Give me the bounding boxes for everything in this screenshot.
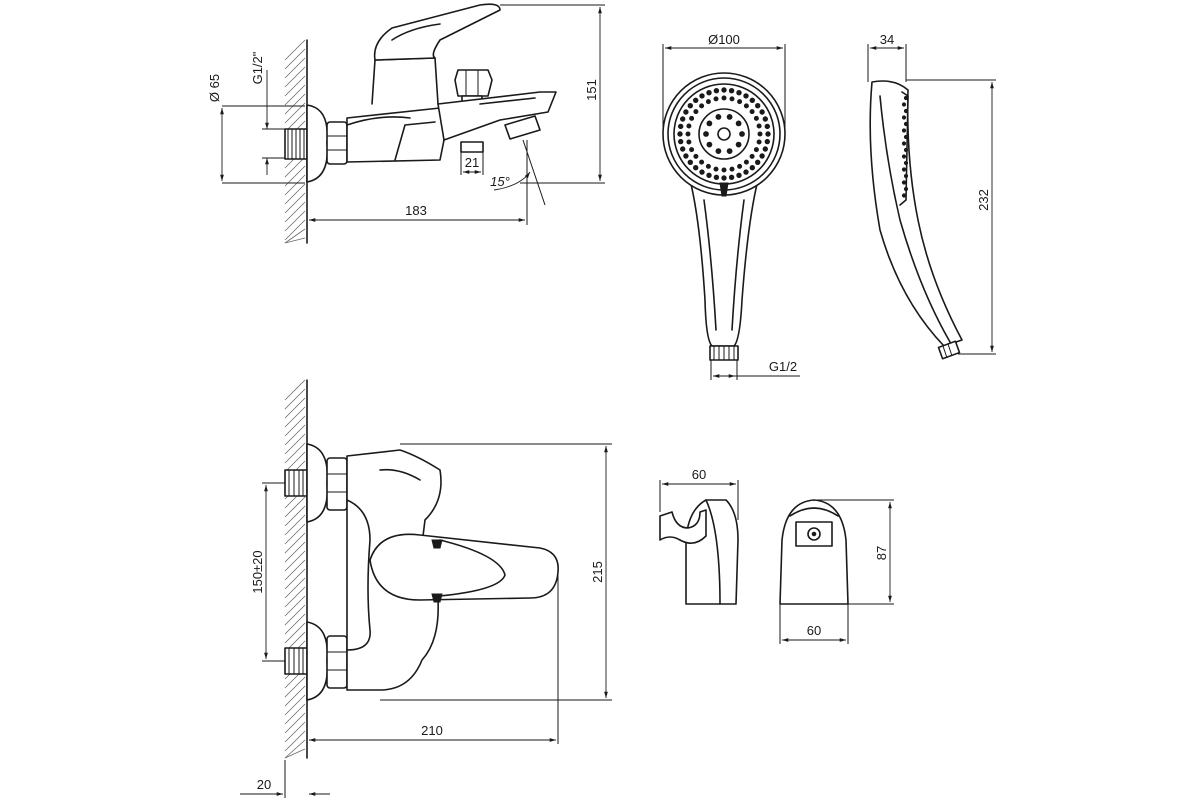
hand-shower-front: Ø100 G1/2 [662, 32, 800, 380]
flange [306, 104, 329, 183]
lever-handle [373, 3, 501, 61]
lever-front [369, 533, 559, 601]
spout-outlet [504, 115, 541, 140]
mixer-front-view: 150±20 215 210 20 [240, 379, 612, 798]
dim-eccentric-offset: 20 [257, 777, 271, 792]
dim-holder-side-width: 60 [692, 467, 706, 482]
spray-nozzles [677, 87, 771, 181]
side-nozzles [901, 95, 909, 198]
hand-shower-side: 34 232 [867, 32, 996, 360]
dim-projection-front: 210 [421, 723, 443, 738]
wall-hatch-bottom [284, 379, 306, 759]
wall-holder-front: 87 60 [779, 499, 894, 644]
wall-holder-side: 60 [659, 467, 739, 605]
dim-thickness: 34 [880, 32, 894, 47]
dim-holder-front-width: 60 [807, 623, 821, 638]
dim-holder-height: 87 [874, 546, 889, 560]
dim-flange-diameter: Ø 65 [207, 74, 222, 102]
dim-outlet-pitch: 21 [465, 155, 479, 170]
mixer-side-view: Ø 65 G1/2" 151 21 15° 183 [207, 3, 605, 244]
shower-handle [689, 179, 759, 347]
spout [437, 91, 557, 141]
dim-height-side: 151 [584, 79, 599, 101]
dim-height-front: 215 [590, 561, 605, 583]
union-nut [326, 121, 348, 165]
spray-selector [719, 182, 729, 197]
shower-side-body [869, 80, 963, 347]
dim-inlet-centers: 150±20 [250, 550, 265, 593]
dim-thread-shower: G1/2 [769, 359, 797, 374]
dim-spout-angle: 15° [490, 174, 510, 189]
bottom-outlet [460, 141, 484, 153]
dim-thread-side: G1/2" [250, 51, 265, 84]
dim-head-diameter: Ø100 [708, 32, 740, 47]
diverter-knob [454, 69, 493, 97]
dim-shower-length: 232 [976, 189, 991, 211]
dim-projection-side: 183 [405, 203, 427, 218]
holder-clip [659, 509, 707, 544]
